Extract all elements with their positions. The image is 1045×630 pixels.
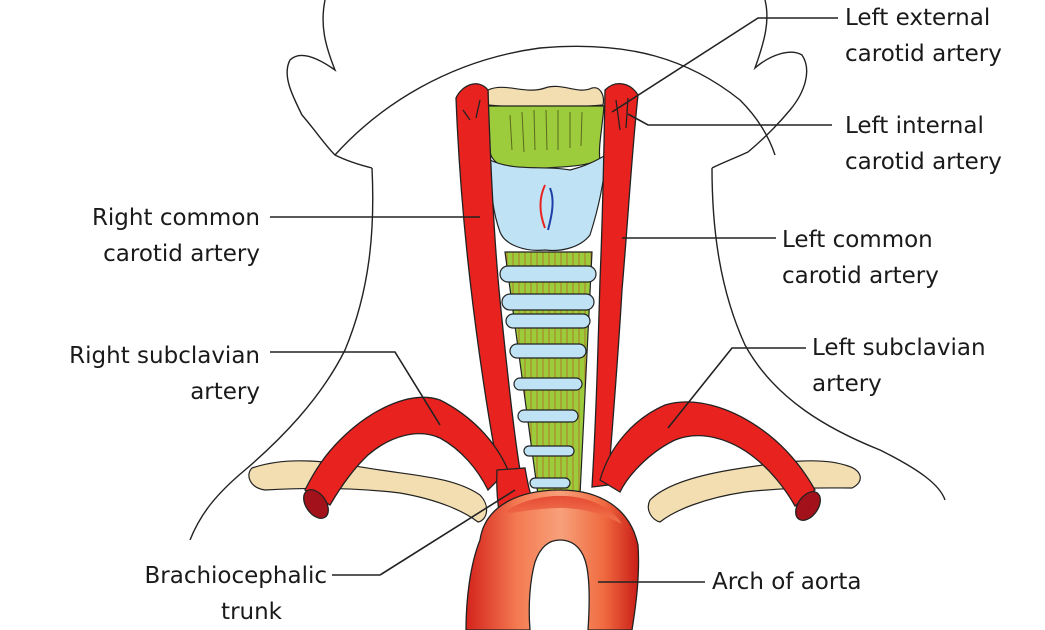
right-subclavian-artery: [304, 396, 509, 506]
thyroid-cartilage-lines: [509, 109, 583, 153]
right-common-carotid-artery: [455, 83, 521, 479]
label-line: carotid artery: [845, 149, 1002, 175]
tracheal-ring: [523, 445, 575, 457]
tracheal-ring: [529, 477, 571, 489]
chin-curve: [334, 45, 776, 156]
left-clavicle: [647, 460, 861, 523]
label-line: Left subclavian: [812, 335, 986, 361]
label-line: trunk: [221, 599, 282, 625]
right-clavicle: [248, 460, 488, 523]
label-line: artery: [190, 379, 260, 405]
leader-right-subclavian: [270, 351, 441, 426]
label-line: Left external: [845, 5, 991, 31]
label-line: artery: [812, 371, 882, 397]
left-subclavian-end: [795, 491, 821, 521]
neck-right-side: [711, 167, 946, 501]
label-left-external-carotid: Left external carotid artery: [845, 0, 1002, 72]
label-line: carotid artery: [782, 263, 939, 289]
tracheal-rings: [499, 265, 597, 489]
neck-outline: [189, 0, 946, 541]
thyroid-cartilage: [486, 105, 605, 173]
cricoid-membrane: [489, 153, 607, 252]
label-right-subclavian: Right subclavian artery: [69, 338, 260, 410]
head-right-contour: [711, 0, 808, 169]
hyoid-bone: [487, 85, 605, 108]
leader-left-external-carotid: [611, 17, 838, 113]
label-brachiocephalic: Brachiocephalic trunk: [144, 558, 327, 630]
head-left-contour: [286, 0, 373, 169]
trachea: [486, 85, 607, 496]
label-line: Brachiocephalic: [144, 563, 327, 589]
left-carotid-split: [615, 97, 629, 131]
tracheal-ring: [517, 409, 579, 423]
label-line: carotid artery: [103, 241, 260, 267]
label-left-common-carotid: Left common carotid artery: [782, 222, 939, 294]
label-line: carotid artery: [845, 41, 1002, 67]
label-line: Arch of aorta: [712, 569, 862, 595]
label-line: Left internal: [845, 113, 984, 139]
cricoid-vessel-blue: [547, 187, 554, 231]
leader-lines: [270, 17, 838, 583]
aortic-arch-top: [500, 495, 622, 524]
cricoid-vessel-red: [539, 184, 546, 229]
label-right-common-carotid: Right common carotid artery: [92, 200, 260, 272]
label-left-internal-carotid: Left internal carotid artery: [845, 108, 1002, 180]
tracheal-ring: [499, 265, 597, 283]
label-left-subclavian: Left subclavian artery: [812, 330, 986, 402]
label-arch-of-aorta: Arch of aorta: [712, 564, 861, 600]
leader-left-internal-carotid: [627, 113, 832, 126]
label-line: Left common: [782, 227, 933, 253]
leader-left-subclavian: [667, 347, 806, 429]
neck-left-side: [189, 167, 374, 541]
arteries: [303, 83, 821, 521]
aortic-arch: [465, 489, 640, 630]
aortic-arch-body: [465, 489, 640, 630]
label-line: Right common: [91, 205, 260, 231]
tracheal-ring: [513, 377, 583, 391]
left-subclavian-artery: [599, 401, 816, 507]
tracheal-ring: [501, 293, 595, 311]
right-carotid-split: [462, 99, 481, 121]
label-line: Right subclavian: [69, 343, 260, 369]
tracheal-ring: [509, 343, 587, 359]
right-subclavian-end: [303, 489, 329, 519]
tracheal-ring: [505, 313, 591, 329]
leader-brachiocephalic: [332, 489, 516, 576]
left-common-carotid-artery: [591, 83, 639, 488]
